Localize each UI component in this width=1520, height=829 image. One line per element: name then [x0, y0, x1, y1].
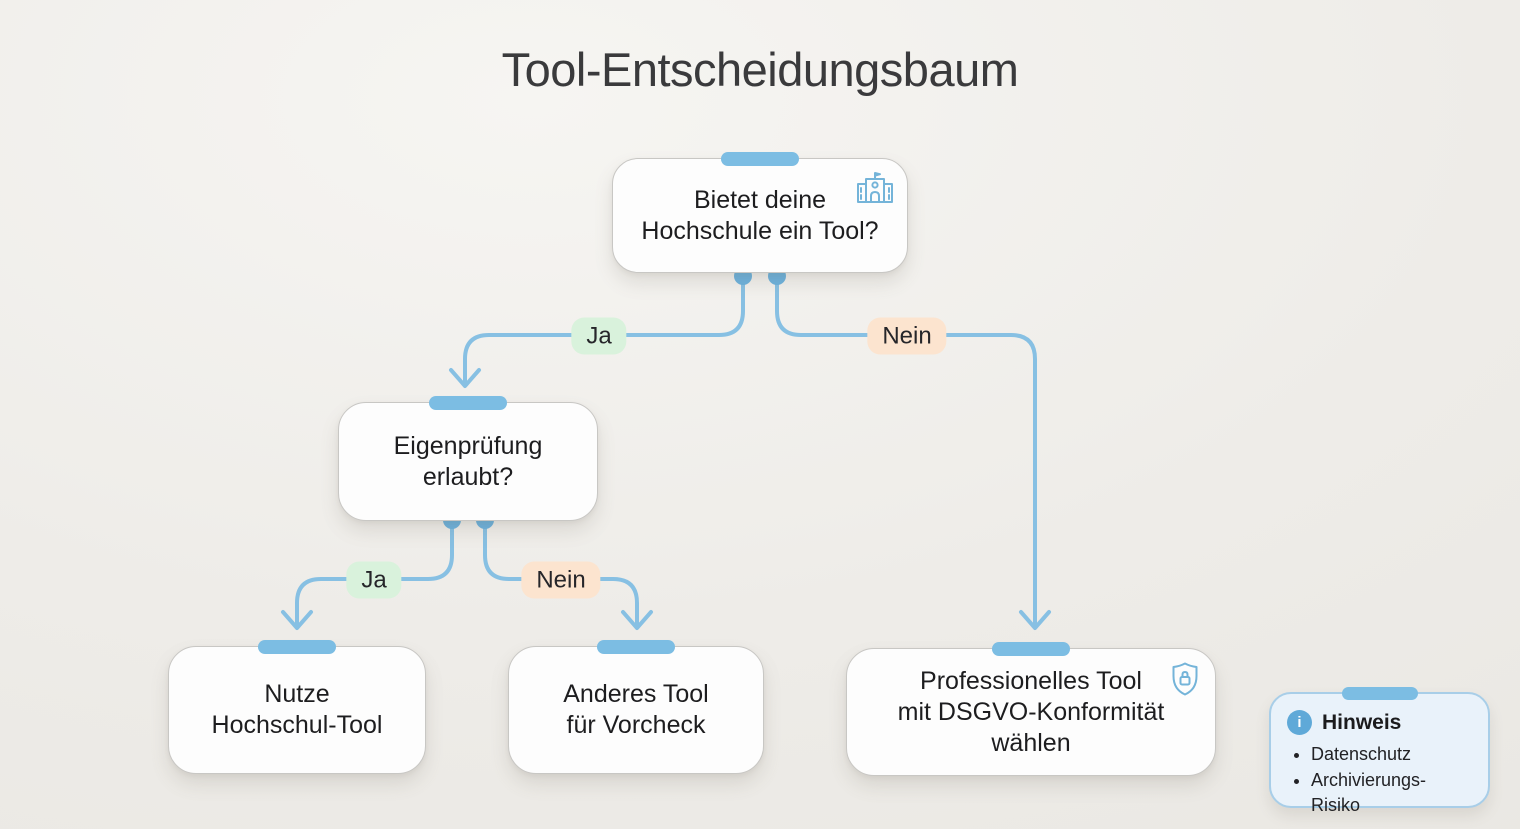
node-tab	[721, 152, 799, 166]
node-professionelles-tool: Professionelles Tool mit DSGVO-Konformit…	[846, 642, 1216, 776]
node-label: Professionelles Tool mit DSGVO-Konformit…	[898, 666, 1165, 759]
node-label: Eigenprüfung erlaubt?	[394, 431, 543, 493]
note-item: Datenschutz	[1311, 742, 1474, 766]
node-label-line: Hochschul-Tool	[211, 711, 383, 739]
node-eigenpruefung-frage: Eigenprüfung erlaubt?	[338, 396, 598, 521]
arrow-down-icon	[1019, 610, 1051, 630]
node-label: Anderes Tool für Vorcheck	[563, 679, 708, 741]
node-tab	[429, 396, 507, 410]
note-list: Datenschutz Archivierungs-Risiko	[1287, 742, 1474, 817]
node-tab	[258, 640, 336, 654]
note-item: Archivierungs-Risiko	[1311, 768, 1474, 817]
node-nutze-hochschul-tool: Nutze Hochschul-Tool	[168, 640, 426, 774]
edge-label-ja-root: Ja	[571, 317, 627, 355]
node-label-line: erlaubt?	[422, 462, 514, 491]
hinweis-note: i Hinweis Datenschutz Archivierungs-Risi…	[1269, 687, 1490, 815]
node-label-line: Anderes Tool	[563, 680, 709, 708]
note-header: i Hinweis	[1287, 710, 1474, 735]
node-label: Bietet deine Hochschule ein Tool?	[641, 185, 878, 247]
node-label-line: wählen	[991, 728, 1071, 757]
node-label-line: Bietet deine	[693, 185, 827, 214]
arrow-down-icon	[449, 368, 481, 388]
note-title: Hinweis	[1322, 710, 1402, 734]
node-tab	[597, 640, 675, 654]
page-title: Tool-Entscheidungsbaum	[501, 43, 1019, 96]
node-label-line: Nutze	[264, 680, 330, 708]
node-label-line: Hochschule ein Tool?	[641, 216, 879, 245]
edge-label-nein-root: Nein	[867, 317, 947, 355]
node-anderes-tool-vorcheck: Anderes Tool für Vorcheck	[508, 640, 764, 774]
node-tab	[992, 642, 1070, 656]
arrow-down-icon	[281, 610, 313, 630]
node-tab	[1341, 687, 1418, 700]
info-icon: i	[1287, 710, 1312, 735]
node-label-line: Eigenprüfung	[393, 431, 543, 460]
arrow-down-icon	[621, 610, 653, 630]
node-label-line: für Vorcheck	[566, 711, 706, 739]
university-icon	[856, 170, 894, 210]
edge-label-ja-eigen: Ja	[346, 561, 402, 599]
node-hochschule-tool-frage: Bietet deine Hochschule ein Tool?	[612, 152, 908, 273]
shield-lock-icon	[1169, 661, 1201, 702]
node-label: Nutze Hochschul-Tool	[212, 679, 383, 741]
edge-label-nein-eigen: Nein	[521, 561, 601, 599]
node-label-line: mit DSGVO-Konformität	[897, 697, 1165, 726]
node-label-line: Professionelles Tool	[920, 666, 1142, 695]
